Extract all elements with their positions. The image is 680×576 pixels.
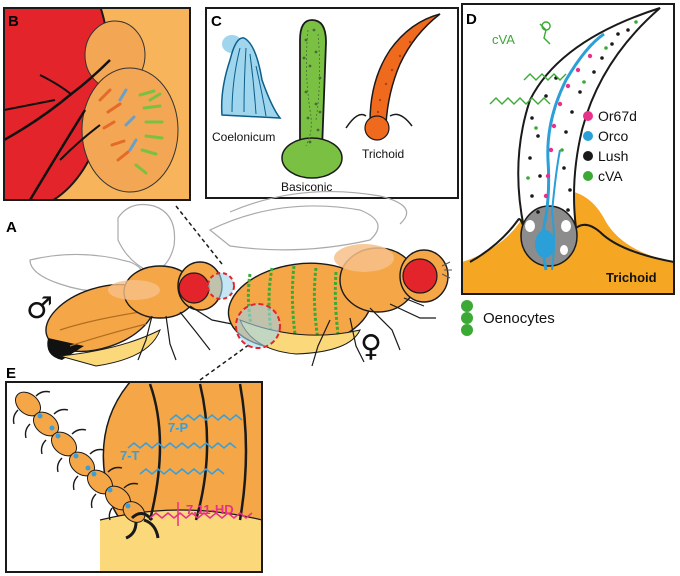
legend-label-or67d: Or67d	[598, 108, 637, 124]
coeloconic-sensillum	[220, 35, 282, 119]
female-fly	[208, 190, 452, 367]
oenocyte-cell	[461, 300, 473, 312]
basiconic-sensillum	[281, 19, 343, 179]
panel-a: A ♂	[6, 190, 555, 381]
legend-label-lush: Lush	[598, 148, 628, 164]
oenocyte-cell	[461, 312, 473, 324]
trichoid-hair	[517, 7, 661, 229]
basiconic-label: Basiconic	[281, 180, 332, 194]
male-fly	[29, 203, 235, 367]
panel-c-label: C	[211, 13, 222, 30]
panel-e-label: E	[6, 365, 16, 382]
cva-molecule-label: cVA	[492, 32, 515, 47]
hydrocarbon-711hd-label: 7,11-HD	[186, 502, 234, 517]
legend-swatch-lush	[583, 151, 593, 161]
panel-b: B	[3, 7, 191, 201]
legend-swatch-orco	[583, 131, 593, 141]
panel-d-title: Trichoid	[606, 270, 657, 285]
male-antenna-highlight	[207, 272, 235, 300]
legend-swatch-or67d	[583, 111, 593, 121]
trichoid-label: Trichoid	[362, 147, 404, 161]
oenocytes-label: Oenocytes	[483, 310, 555, 327]
panel-d: D cVA Trichoid Or67d Orco Lush cVA	[461, 3, 675, 295]
panel-e: E	[5, 365, 263, 573]
legend-label-orco: Orco	[598, 128, 629, 144]
panel-d-label: D	[466, 11, 477, 28]
panel-c: C Coelonicum Basiconic	[205, 7, 459, 199]
coeloconic-label: Coelonicum	[212, 130, 275, 144]
oenocytes-legend	[461, 300, 473, 336]
male-symbol: ♂	[26, 291, 53, 326]
panel-d-legend: Or67d Orco Lush cVA	[583, 108, 637, 184]
hydrocarbon-7p-label: 7-P	[168, 420, 189, 435]
oenocyte-cell	[461, 324, 473, 336]
trichoid-sensillum	[345, 13, 441, 141]
panel-b-label: B	[8, 13, 19, 30]
legend-label-cva: cVA	[598, 168, 623, 184]
hydrocarbon-7t-label: 7-T	[120, 448, 140, 463]
female-symbol: ♀	[360, 329, 382, 364]
legend-swatch-cva	[583, 171, 593, 181]
panel-a-label: A	[6, 219, 17, 236]
female-abdomen-highlight	[235, 303, 281, 349]
